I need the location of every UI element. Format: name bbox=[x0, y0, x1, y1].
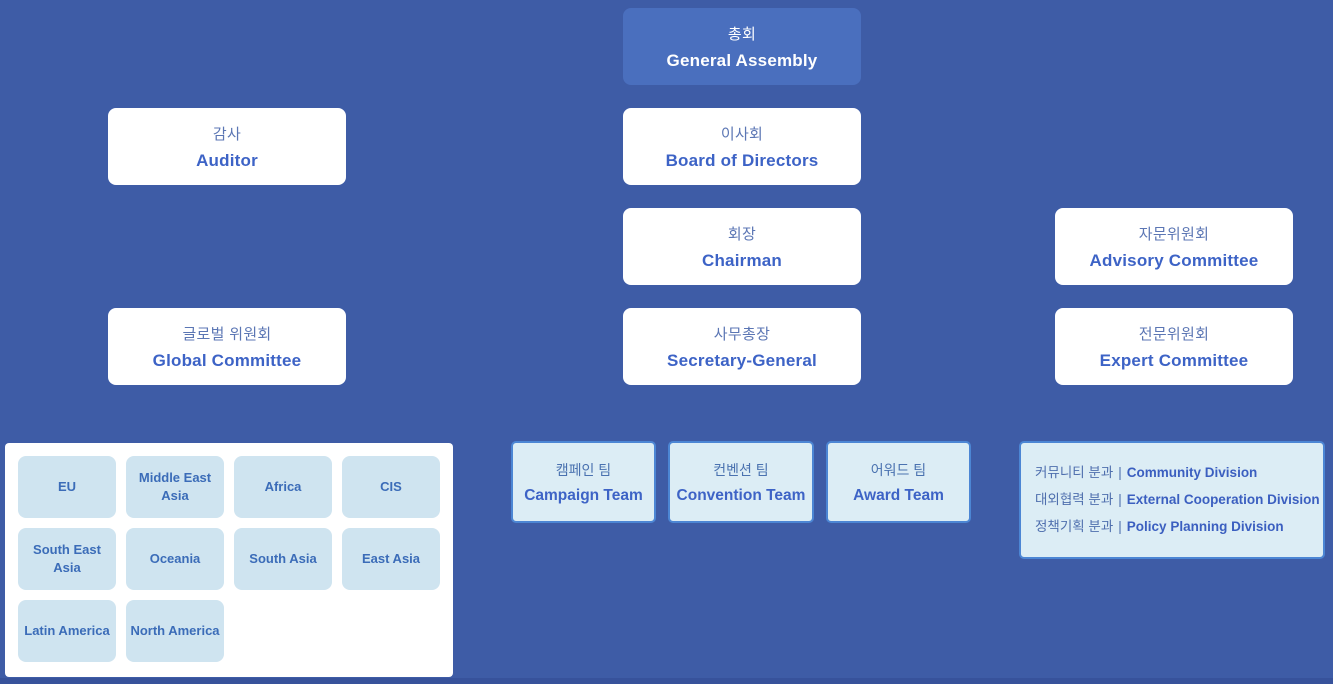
node-english-label: Chairman bbox=[701, 250, 782, 270]
node-secretary-general: 사무총장 Secretary-General bbox=[623, 308, 861, 385]
division-separator: | bbox=[1118, 492, 1122, 507]
region-label: EU bbox=[57, 479, 77, 494]
region-label: CIS bbox=[380, 479, 402, 494]
team-award: 어워드 팀 Award Team bbox=[826, 441, 971, 523]
division-korean-label: 정책기획 분과 bbox=[1035, 519, 1114, 534]
region-south-asia: South Asia bbox=[234, 528, 332, 590]
node-auditor: 감사 Auditor bbox=[108, 108, 346, 185]
region-label: South East Asia bbox=[33, 542, 101, 575]
node-english-label: Board of Directors bbox=[665, 150, 819, 170]
node-korean-label: 감사 bbox=[212, 125, 242, 143]
region-label: North America bbox=[130, 623, 220, 638]
node-korean-label: 사무총장 bbox=[713, 325, 771, 343]
region-label: Latin America bbox=[24, 623, 110, 638]
regions-panel: EU Middle East Asia Africa CIS South Eas… bbox=[5, 443, 453, 677]
team-english-label: Campaign Team bbox=[524, 486, 643, 504]
node-korean-label: 자문위원회 bbox=[1138, 225, 1210, 243]
region-label: East Asia bbox=[361, 551, 421, 566]
region-latin-america: Latin America bbox=[18, 600, 116, 662]
division-english-label: External Cooperation Division bbox=[1126, 492, 1320, 507]
node-advisory-committee: 자문위원회 Advisory Committee bbox=[1055, 208, 1293, 285]
region-south-east-asia: South East Asia bbox=[18, 528, 116, 590]
region-africa: Africa bbox=[234, 456, 332, 518]
division-english-label: Community Division bbox=[1126, 465, 1258, 480]
team-korean-label: 캠페인 팀 bbox=[555, 461, 612, 478]
node-english-label: Auditor bbox=[196, 150, 258, 170]
node-korean-label: 총회 bbox=[727, 25, 757, 43]
team-english-label: Award Team bbox=[853, 486, 944, 504]
division-korean-label: 대외협력 분과 bbox=[1035, 492, 1114, 507]
division-english-label: Policy Planning Division bbox=[1126, 519, 1284, 534]
divisions-panel: 커뮤니티 분과 | Community Division 대외협력 분과 | Exter… bbox=[1019, 441, 1325, 559]
node-korean-label: 회장 bbox=[727, 225, 757, 243]
team-campaign: 캠페인 팀 Campaign Team bbox=[511, 441, 656, 523]
region-north-america: North America bbox=[126, 600, 224, 662]
team-korean-label: 컨벤션 팀 bbox=[713, 461, 769, 478]
node-korean-label: 이사회 bbox=[720, 125, 764, 143]
division-separator: | bbox=[1118, 465, 1122, 480]
node-expert-committee: 전문위원회 Expert Committee bbox=[1055, 308, 1293, 385]
region-label: South Asia bbox=[249, 551, 317, 566]
node-english-label: Secretary-General bbox=[667, 350, 817, 370]
division-korean-label: 커뮤니티 분과 bbox=[1035, 465, 1114, 480]
team-korean-label: 어워드 팀 bbox=[870, 461, 927, 478]
division-policy-planning: 정책기획 분과 | Policy Planning Division bbox=[1035, 518, 1323, 536]
division-separator: | bbox=[1118, 519, 1122, 534]
team-convention: 컨벤션 팀 Convention Team bbox=[668, 441, 814, 523]
node-chairman: 회장 Chairman bbox=[623, 208, 861, 285]
region-label: Oceania bbox=[149, 551, 201, 566]
node-english-label: Advisory Committee bbox=[1089, 250, 1259, 270]
region-cis: CIS bbox=[342, 456, 440, 518]
node-english-label: General Assembly bbox=[666, 50, 818, 70]
region-east-asia: East Asia bbox=[342, 528, 440, 590]
node-board-of-directors: 이사회 Board of Directors bbox=[623, 108, 861, 185]
node-korean-label: 전문위원회 bbox=[1138, 325, 1210, 343]
node-global-committee: 글로벌 위원회 Global Committee bbox=[108, 308, 346, 385]
region-label: Africa bbox=[264, 479, 302, 494]
region-oceania: Oceania bbox=[126, 528, 224, 590]
region-middle-east-asia: Middle East Asia bbox=[126, 456, 224, 518]
region-eu: EU bbox=[18, 456, 116, 518]
node-english-label: Expert Committee bbox=[1099, 350, 1249, 370]
bottom-divider-strip bbox=[0, 678, 1333, 684]
division-community: 커뮤니티 분과 | Community Division bbox=[1035, 464, 1323, 482]
division-external-cooperation: 대외협력 분과 | External Cooperation Division bbox=[1035, 491, 1323, 509]
node-general-assembly: 총회 General Assembly bbox=[623, 8, 861, 85]
node-english-label: Global Committee bbox=[152, 350, 302, 370]
region-label: Middle East Asia bbox=[138, 470, 212, 503]
team-english-label: Convention Team bbox=[676, 486, 806, 504]
node-korean-label: 글로벌 위원회 bbox=[182, 325, 272, 343]
